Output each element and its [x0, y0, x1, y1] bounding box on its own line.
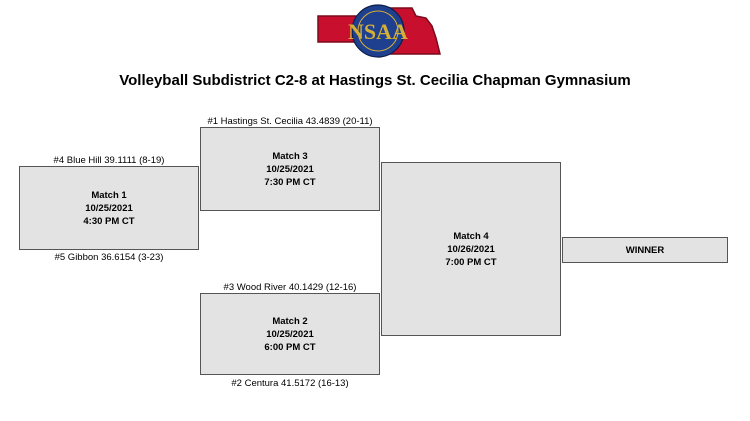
- team-label-gibbon: #5 Gibbon 36.6154 (3-23): [54, 252, 164, 263]
- match-2-time: 6:00 PM CT: [264, 341, 316, 353]
- nsaa-logo: NSAA: [314, 2, 442, 60]
- match-3-name: Match 3: [272, 150, 308, 162]
- match-3-time: 7:30 PM CT: [264, 176, 316, 188]
- match-2-name: Match 2: [272, 315, 308, 327]
- team-label-blue-hill: #4 Blue Hill 39.1111 (8-19): [53, 155, 165, 166]
- svg-text:NSAA: NSAA: [348, 19, 408, 44]
- team-label-wood-river: #3 Wood River 40.1429 (12-16): [223, 282, 357, 293]
- team-label-centura: #2 Centura 41.5172 (16-13): [231, 378, 349, 389]
- team-label-hastings-st-cecilia: #1 Hastings St. Cecilia 43.4839 (20-11): [207, 116, 373, 127]
- match-1-box: Match 1 10/25/2021 4:30 PM CT: [19, 166, 199, 250]
- match-2-date: 10/25/2021: [266, 328, 314, 340]
- match-3-date: 10/25/2021: [266, 163, 314, 175]
- winner-box: WINNER: [562, 237, 728, 263]
- nebraska-map-icon: NSAA: [317, 4, 441, 58]
- match-4-box: Match 4 10/26/2021 7:00 PM CT: [381, 162, 561, 336]
- match-3-box: Match 3 10/25/2021 7:30 PM CT: [200, 127, 380, 211]
- match-2-box: Match 2 10/25/2021 6:00 PM CT: [200, 293, 380, 375]
- winner-label: WINNER: [625, 244, 665, 256]
- match-4-date: 10/26/2021: [447, 243, 495, 255]
- match-1-time: 4:30 PM CT: [83, 215, 135, 227]
- match-1-name: Match 1: [91, 189, 127, 201]
- match-4-time: 7:00 PM CT: [445, 256, 497, 268]
- page-title: Volleyball Subdistrict C2-8 at Hastings …: [119, 72, 631, 89]
- match-1-date: 10/25/2021: [85, 202, 133, 214]
- match-4-name: Match 4: [453, 230, 489, 242]
